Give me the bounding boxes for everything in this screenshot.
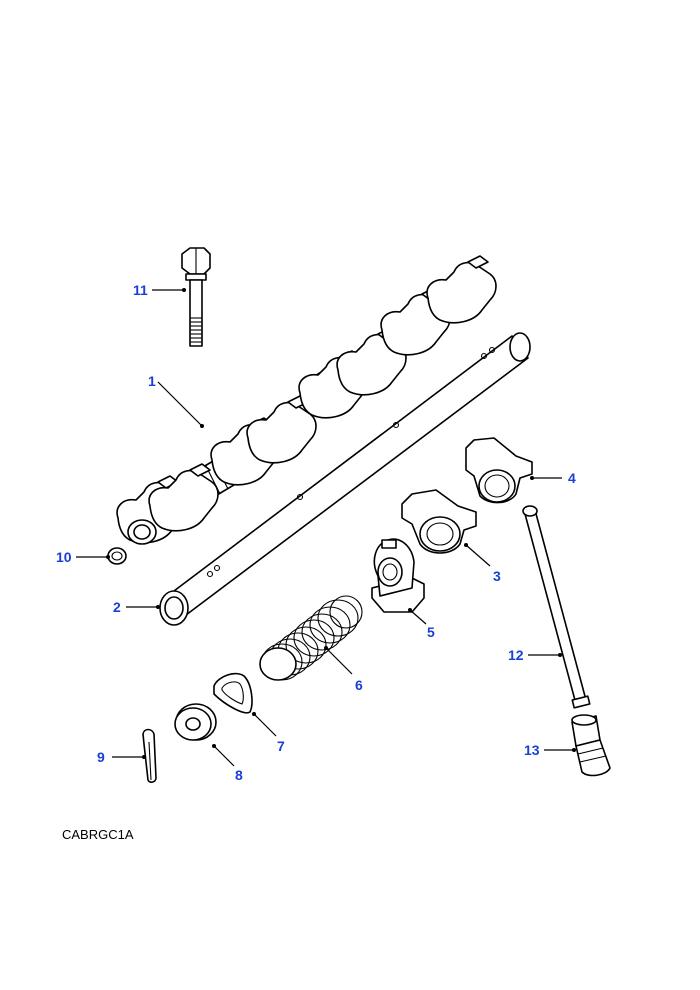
drawing-reference-code: CABRGC1A: [62, 827, 134, 842]
rocker-arm-group: [116, 255, 497, 545]
callout-labels: 1 2 3 4 5 6 7 8 9 10 11 12 13: [56, 282, 576, 783]
pedestal-bracket-part: [371, 538, 425, 613]
push-rod-part: [522, 505, 591, 709]
flat-washer-part: [174, 703, 217, 741]
teardrop-washer-part: [213, 672, 253, 714]
bolt-part: [181, 247, 211, 347]
callout-5: 5: [427, 624, 435, 640]
callout-1: 1: [148, 373, 156, 389]
rocker-shaft-part: [159, 332, 531, 626]
callout-2: 2: [113, 599, 121, 615]
callout-3: 3: [493, 568, 501, 584]
shaft-plug-part: [107, 547, 127, 565]
callout-11: 11: [133, 282, 148, 298]
rocker-shaft-assembly: [116, 255, 497, 545]
coil-spring-part: [259, 595, 363, 681]
callout-12: 12: [508, 647, 524, 663]
callout-8: 8: [235, 767, 243, 783]
rocker-arm: [426, 255, 497, 324]
callout-4: 4: [568, 470, 576, 486]
callout-13: 13: [524, 742, 540, 758]
callout-7: 7: [277, 738, 285, 754]
callout-9: 9: [97, 749, 105, 765]
leader-lines: [76, 288, 576, 767]
callout-10: 10: [56, 549, 72, 565]
tappet-part: [571, 714, 611, 777]
split-pin-part: [142, 728, 157, 783]
rocker-arm-part: [465, 437, 533, 504]
rocker-arm: [148, 463, 219, 532]
callout-6: 6: [355, 677, 363, 693]
rocker-arm-part: [401, 489, 477, 554]
